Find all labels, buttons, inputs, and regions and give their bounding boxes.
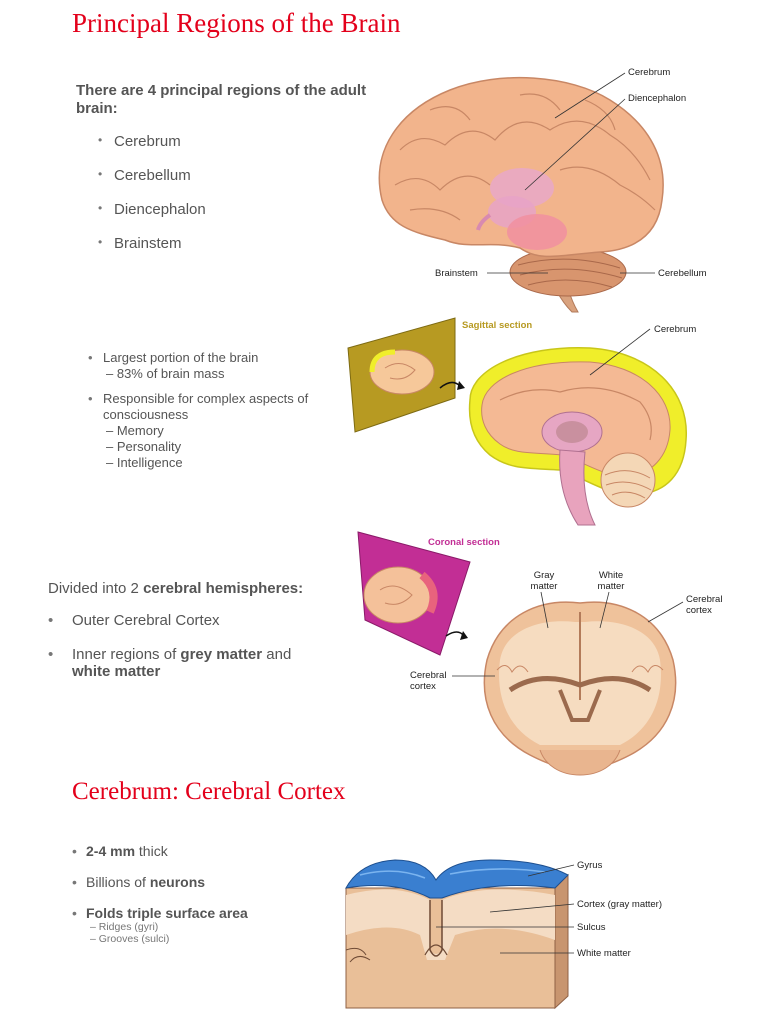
list-item: Cerebellum: [96, 167, 206, 201]
sub-grooves: Grooves (sulci): [90, 933, 248, 945]
list-item: •Folds triple surface area: [72, 905, 248, 921]
list-item: •Responsible for complex aspects of cons…: [88, 391, 309, 422]
list-item: •Largest portion of the brain: [88, 350, 259, 365]
regions-intro: There are 4 principal regions of the adu…: [76, 82, 367, 117]
intro-text: Divided into 2: [48, 580, 144, 597]
cortex-facts: •2-4 mm thick •Billions of neurons •Fold…: [72, 843, 248, 945]
label-diencephalon: Diencephalon: [628, 93, 687, 104]
thickness-bold: 2-4 mm: [86, 843, 136, 859]
page-title: Principal Regions of the Brain: [72, 8, 401, 38]
list-item: Diencephalon: [96, 201, 206, 235]
cerebrum-facts: •Largest portion of the brain 83% of bra…: [88, 350, 348, 471]
surface-bold: Folds triple surface area: [86, 905, 248, 921]
fact-largest: Largest portion of the brain: [103, 350, 259, 365]
label-gyrus: Gyrus: [577, 860, 603, 871]
label-sulcus: Sulcus: [577, 922, 606, 933]
neurons-prefix: Billions of: [86, 874, 150, 890]
label-gray-matter: Gray matter: [530, 570, 558, 592]
fact-memory: Memory: [88, 423, 348, 439]
label-white-matter-block: White matter: [577, 948, 631, 959]
label-cerebral-cortex-right: Cerebral cortex: [686, 594, 723, 616]
hemispheres-list: •Outer Cerebral Cortex •Inner regions of…: [48, 612, 338, 680]
inner-prefix: Inner regions of: [72, 646, 181, 663]
list-item: Cerebrum: [96, 133, 206, 167]
label-cerebellum: Cerebellum: [658, 268, 707, 279]
thickness-rest: thick: [135, 843, 168, 859]
label-cortex-gray: Cortex (gray matter): [577, 899, 662, 910]
intro-bold: cerebral hemispheres:: [143, 580, 304, 597]
inner-mid: and: [262, 646, 292, 663]
label-cerebrum-sagittal: Cerebrum: [654, 324, 697, 335]
grey-matter-bold: grey matter: [180, 646, 263, 663]
label-cerebrum: Cerebrum: [628, 67, 671, 78]
label-brainstem: Brainstem: [435, 268, 478, 279]
outer-cortex: Outer Cerebral Cortex: [72, 612, 220, 629]
fact-intelligence: Intelligence: [88, 455, 348, 471]
section-title-cortex: Cerebrum: Cerebral Cortex: [72, 778, 346, 805]
label-cerebral-cortex-left: Cerebral cortex: [410, 670, 447, 692]
sagittal-section-label: Sagittal section: [462, 320, 533, 331]
folds-sublist: Ridges (gyri) Grooves (sulci): [72, 921, 248, 945]
list-item: •Outer Cerebral Cortex: [48, 612, 220, 629]
sub-ridges: Ridges (gyri): [90, 921, 248, 933]
fact-mass: 83% of brain mass: [88, 366, 348, 382]
neurons-bold: neurons: [149, 874, 206, 890]
list-item: •Billions of neurons: [72, 874, 206, 890]
list-item: Brainstem: [96, 235, 206, 269]
white-matter-bold: white matter: [72, 663, 161, 680]
hemispheres-intro: Divided into 2 cerebral hemispheres:: [48, 580, 303, 597]
fact-consciousness: Responsible for complex aspects of consc…: [103, 391, 309, 422]
coronal-section-label: Coronal section: [428, 537, 500, 548]
fact-personality: Personality: [88, 439, 348, 455]
regions-list: Cerebrum Cerebellum Diencephalon Brainst…: [96, 133, 206, 269]
label-white-matter: White matter: [597, 570, 625, 592]
list-item: •2-4 mm thick: [72, 843, 168, 859]
